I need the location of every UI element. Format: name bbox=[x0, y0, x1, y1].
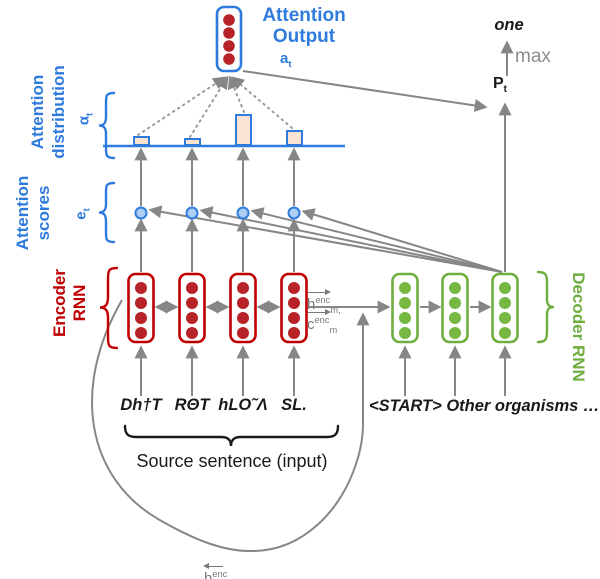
decoder-dot bbox=[499, 282, 511, 294]
decoder-dot bbox=[499, 297, 511, 309]
encoder-dot bbox=[288, 312, 300, 324]
encoder-dot bbox=[135, 297, 147, 309]
encoder-dot bbox=[186, 312, 198, 324]
alpha-t-label: αt bbox=[75, 112, 95, 126]
encoder-dot bbox=[288, 297, 300, 309]
decoder-dot bbox=[449, 312, 461, 324]
encoder-brace bbox=[99, 266, 119, 350]
source-caption-label: Source sentence (input) bbox=[136, 451, 328, 471]
decoder-brace bbox=[536, 270, 555, 344]
source-word: hLO˜Λ bbox=[218, 396, 268, 414]
h-enc-1-label: henc1, cenc1 bbox=[202, 552, 235, 579]
score-circle bbox=[134, 206, 148, 220]
decoder-dot bbox=[449, 297, 461, 309]
encoder-dot bbox=[237, 312, 249, 324]
score-arrow bbox=[148, 205, 503, 273]
decoder-dot bbox=[399, 282, 411, 294]
attention-output-dot bbox=[223, 53, 235, 65]
decoder-dot bbox=[399, 327, 411, 339]
score-arrow bbox=[199, 206, 503, 273]
encoder-dot bbox=[237, 297, 249, 309]
decoder-dot bbox=[399, 312, 411, 324]
attention-distribution-brace bbox=[98, 91, 116, 160]
attention-bar bbox=[133, 136, 150, 146]
score-circle bbox=[287, 206, 301, 220]
decoder-dot bbox=[499, 312, 511, 324]
attention-bar bbox=[235, 114, 252, 146]
source-word: Dh†T bbox=[120, 396, 162, 414]
encoder-dot bbox=[237, 327, 249, 339]
score-circle bbox=[236, 206, 250, 220]
e-t-label: et bbox=[72, 208, 92, 220]
score-arrow bbox=[250, 207, 503, 273]
dotted-line bbox=[189, 75, 229, 138]
attention-bar bbox=[184, 138, 201, 146]
encoder-dot bbox=[135, 312, 147, 324]
source-word: SL. bbox=[281, 396, 307, 414]
attention-distribution-label: Attention distribution bbox=[28, 65, 68, 159]
dotted-line bbox=[227, 75, 245, 113]
encoder-dot bbox=[237, 282, 249, 294]
one-label: one bbox=[494, 16, 524, 34]
source-brace bbox=[123, 424, 340, 447]
h-enc-m-label: hencm, cencm bbox=[307, 289, 341, 335]
p-t-label: Pt bbox=[493, 75, 507, 96]
attention-output-dot bbox=[223, 14, 235, 26]
attention-scores-label: Attention scores bbox=[13, 175, 53, 251]
attention-output-label: Attention Output bbox=[262, 5, 346, 47]
decoder-dot bbox=[499, 327, 511, 339]
decoder-dot bbox=[399, 297, 411, 309]
attention-scores-brace bbox=[98, 181, 116, 244]
encoder-dot bbox=[186, 282, 198, 294]
decoder-dot bbox=[449, 282, 461, 294]
score-arrow bbox=[301, 208, 503, 273]
output-to-pt-arrow bbox=[242, 70, 488, 112]
source-word: RΘT bbox=[174, 396, 210, 414]
target-sentence: <START> Other organisms … bbox=[369, 397, 600, 415]
max-label: max bbox=[515, 46, 551, 67]
encoder-rnn-label: Encoder RNN bbox=[50, 268, 89, 338]
encoder-dot bbox=[135, 327, 147, 339]
encoder-dot bbox=[135, 282, 147, 294]
dotted-line bbox=[231, 76, 293, 129]
attention-output-box bbox=[215, 5, 243, 73]
attention-output-dot bbox=[223, 27, 235, 39]
attention-bar bbox=[286, 130, 303, 146]
decoder-dot bbox=[449, 327, 461, 339]
initial-state-curve bbox=[91, 299, 370, 553]
encoder-dot bbox=[186, 297, 198, 309]
encoder-dot bbox=[288, 282, 300, 294]
decoder-rnn-label: Decoder RNN bbox=[569, 272, 588, 382]
encoder-dot bbox=[288, 327, 300, 339]
attention-output-dot bbox=[223, 40, 235, 52]
score-circle bbox=[185, 206, 199, 220]
dotted-line bbox=[137, 76, 227, 136]
encoder-dot bbox=[186, 327, 198, 339]
a-t-label: at bbox=[280, 50, 292, 69]
